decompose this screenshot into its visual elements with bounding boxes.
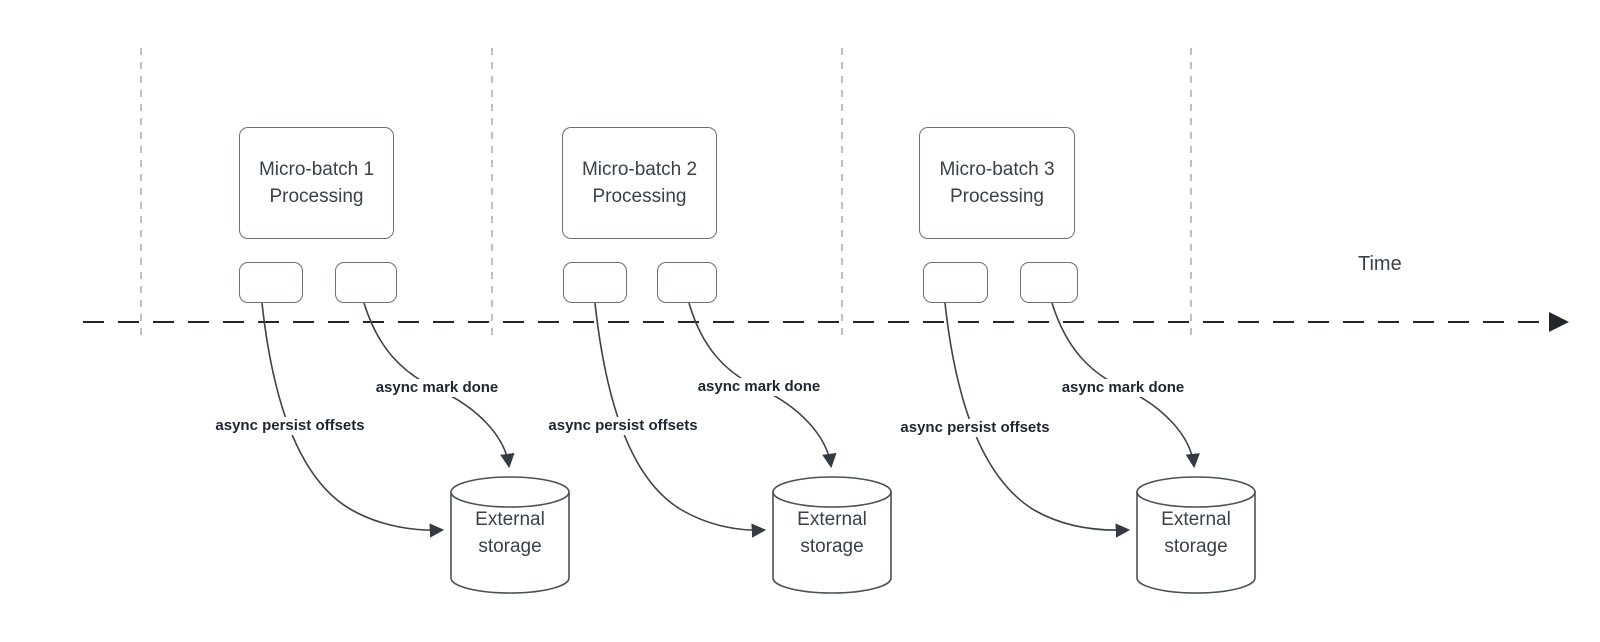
storage-cylinder-3 (1136, 476, 1256, 594)
micro-batch-2-box: Micro-batch 2 Processing (562, 127, 717, 239)
micro-batch-2-title-line2: Processing (592, 186, 687, 207)
mark-done-label-2: async mark done (694, 378, 824, 396)
storage-label-2: External storage (773, 506, 891, 560)
micro-batch-3-box: Micro-batch 3 Processing (919, 127, 1075, 239)
persist-offsets-task-box-3 (923, 262, 988, 303)
micro-batch-1-title-line1: Micro-batch 1 (258, 159, 375, 180)
storage-label-1-line2: storage (478, 536, 542, 557)
storage-label-1-line1: External (475, 509, 545, 530)
mark-done-task-box-2 (657, 262, 717, 303)
persist-offsets-arrow-2 (594, 302, 767, 538)
micro-batch-1-title: Micro-batch 1 Processing (259, 156, 374, 210)
mark-done-task-box-1 (335, 262, 397, 303)
mark-done-task-box-3 (1020, 262, 1078, 303)
micro-batch-1-title-line2: Processing (269, 186, 364, 207)
time-axis-label: Time (1358, 253, 1402, 275)
micro-batch-3-title-line1: Micro-batch 3 (939, 159, 1055, 180)
persist-offsets-label-3: async persist offsets (897, 419, 1053, 437)
storage-label-3-line2: storage (1164, 536, 1228, 557)
storage-label-3: External storage (1137, 506, 1255, 560)
persist-offsets-arrow-3 (944, 302, 1131, 538)
micro-batch-2-title-line1: Micro-batch 2 (581, 159, 698, 180)
persist-offsets-task-box-2 (563, 262, 627, 303)
storage-label-2-line2: storage (800, 536, 864, 557)
persist-offsets-label-1: async persist offsets (212, 417, 368, 435)
storage-cylinder-1 (450, 476, 570, 594)
persist-offsets-label-2: async persist offsets (545, 417, 701, 435)
storage-label-1: External storage (451, 506, 569, 560)
micro-batch-1-box: Micro-batch 1 Processing (239, 127, 394, 239)
micro-batch-3-title-line2: Processing (949, 186, 1044, 207)
micro-batch-2-title: Micro-batch 2 Processing (582, 156, 697, 210)
mark-done-label-3: async mark done (1058, 379, 1188, 397)
persist-offsets-arrow-1 (261, 302, 445, 538)
persist-offsets-task-box-1 (239, 262, 303, 303)
storage-label-3-line1: External (1161, 509, 1231, 530)
storage-label-2-line1: External (797, 509, 867, 530)
storage-cylinder-2 (772, 476, 892, 594)
mark-done-label-1: async mark done (372, 379, 502, 397)
micro-batch-3-title: Micro-batch 3 Processing (939, 156, 1054, 210)
